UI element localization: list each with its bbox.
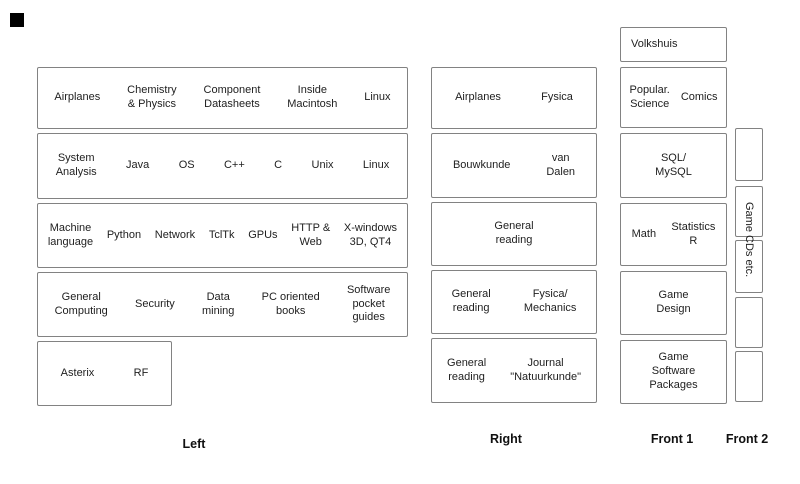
left-shelf-3: Machine language Python Network TclTk GP… — [37, 203, 408, 268]
shelf-item-label: Volkshuis — [631, 37, 678, 50]
right-shelf-1: Airplanes Fysica — [431, 67, 597, 129]
shelf-item-label: Python — [106, 228, 142, 241]
column-label-left: Left — [182, 437, 206, 451]
shelf-item-label: van Dalen — [546, 151, 576, 178]
shelf-item-label: TclTk — [208, 228, 235, 241]
right-shelf-3: General reading — [431, 202, 597, 266]
shelf-item-label: GPUs — [248, 228, 278, 241]
shelf-item-label: Linux — [362, 159, 390, 172]
shelf-item-label: Software pocket guides — [346, 283, 391, 324]
shelf-item-label: General reading — [447, 356, 487, 383]
shelf-item-label: RF — [133, 366, 149, 379]
shelf-item-label: Airplanes — [455, 91, 501, 104]
front1-shelf-1: Popular. Science Comics — [620, 67, 727, 128]
shelf-item-label: PC oriented books — [261, 290, 320, 317]
shelf-item-label: Popular. Science — [629, 83, 670, 110]
column-label-front2: Front 2 — [725, 432, 769, 446]
front1-shelf-top: Volkshuis — [620, 27, 727, 62]
shelf-item-label: Math — [631, 227, 657, 240]
front2-box-3 — [735, 240, 763, 293]
shelf-item-label: Security — [135, 297, 175, 310]
shelf-item-label: Component Datasheets — [203, 84, 261, 110]
shelf-item-label: C — [274, 159, 283, 172]
front1-shelf-4: Game Design — [620, 271, 727, 335]
front2-box-2 — [735, 186, 763, 237]
left-shelf-4: General Computing Security Data mining P… — [37, 272, 408, 337]
front2-box-1 — [735, 128, 763, 181]
shelf-item-label: Chemistry & Physics — [127, 84, 177, 110]
shelf-item-label: SQL/ MySQL — [655, 151, 692, 178]
shelf-item-label: Journal "Natuurkunde" — [510, 356, 581, 383]
front2-box-4 — [735, 297, 763, 348]
left-shelf-2: System Analysis Java OS C++ C Unix Linux — [37, 133, 408, 199]
shelf-item-label: General Computing — [54, 290, 108, 317]
shelf-item-label: Fysica — [541, 91, 573, 104]
front1-shelf-2: SQL/ MySQL — [620, 133, 727, 198]
shelf-item-label: Java — [126, 159, 150, 172]
cursor-marker — [10, 13, 24, 27]
shelf-item-label: Unix — [311, 159, 334, 172]
shelf-item-label: Asterix — [60, 366, 95, 379]
shelf-item-label: Game Design — [656, 289, 691, 315]
shelf-item-label: Airplanes — [54, 91, 101, 104]
right-shelf-4: General reading Fysica/ Mechanics — [431, 270, 597, 334]
right-shelf-5: General reading Journal "Natuurkunde" — [431, 338, 597, 403]
shelf-item-label: X-windows 3D, QT4 — [343, 221, 398, 248]
shelf-item-label: HTTP & Web — [291, 221, 331, 248]
shelf-item-label: Inside Macintosh — [287, 84, 338, 110]
shelf-item-label: Comics — [680, 90, 718, 103]
left-shelf-5: Asterix RF — [37, 341, 172, 406]
shelf-item-label: C++ — [223, 159, 245, 172]
shelf-item-label: Game Software Packages — [649, 351, 698, 391]
column-label-front1: Front 1 — [650, 432, 694, 446]
shelf-item-label: Data mining — [202, 290, 235, 317]
shelf-item-label: Machine language — [47, 221, 94, 248]
left-shelf-1: Airplanes Chemistry & Physics Component … — [37, 67, 408, 129]
shelf-item-label: Bouwkunde — [452, 158, 511, 171]
shelf-item-label: System Analysis — [55, 152, 97, 178]
shelf-item-label: Fysica/ Mechanics — [523, 288, 577, 314]
front1-shelf-5: Game Software Packages — [620, 340, 727, 404]
shelf-item-label: General reading — [494, 220, 534, 246]
front1-shelf-3: Math Statistics R — [620, 203, 727, 266]
column-label-right: Right — [490, 432, 522, 446]
shelf-item-label: Statistics R — [671, 220, 716, 247]
front2-box-5 — [735, 351, 763, 402]
shelf-item-label: Network — [154, 228, 196, 241]
right-shelf-2: Bouwkunde van Dalen — [431, 133, 597, 198]
shelf-item-label: Linux — [364, 91, 391, 104]
shelf-item-label: OS — [178, 159, 195, 172]
shelf-item-label: General reading — [451, 288, 491, 314]
